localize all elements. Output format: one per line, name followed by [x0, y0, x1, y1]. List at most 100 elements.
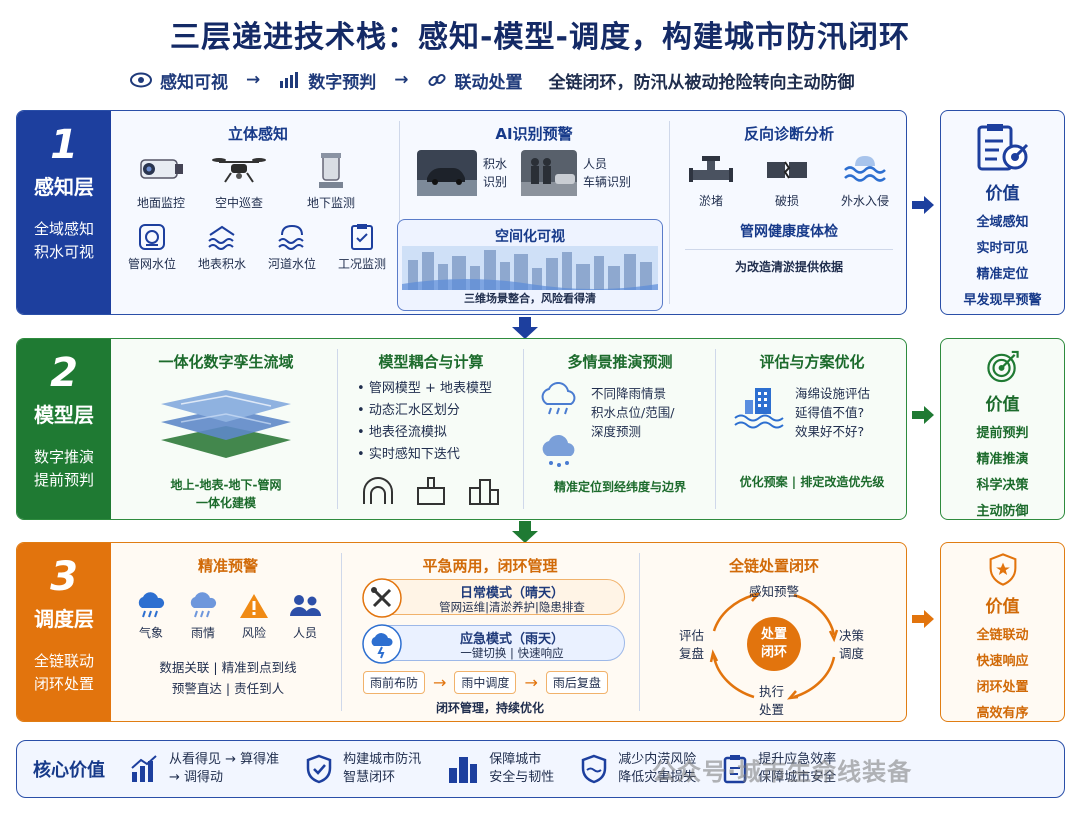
underground-monitor-item: 地下监测: [281, 152, 381, 211]
section-title: 反向诊断分析: [743, 125, 834, 143]
reverse-diagnosis-section: 反向诊断分析 淤堵 破损 外水入侵 管网健康度体检 为改造清淤提供依据: [673, 111, 905, 314]
aerial-patrol-item: 空中巡查: [197, 152, 281, 211]
core-title: 核心价值: [33, 760, 105, 781]
weather-item: 气象: [134, 592, 168, 641]
dual-mode-section: 平急两用，闭环管理 日常模式（晴天） 管网运维|清淤养护|隐患排查 应急模式（雨…: [345, 543, 635, 721]
subtitle-step-2: 数字预判: [278, 68, 376, 93]
loop-center: 处置 闭环: [747, 617, 801, 671]
arrow-right-icon: [912, 196, 934, 214]
core-item: 保障城市安全与韧性: [447, 751, 554, 787]
pipe-level-item: 管网水位: [117, 223, 187, 272]
section-title: 多情景推演预测: [567, 353, 673, 371]
spatial-visualization-card: 空间化可视 三维场景整合，风险看得清: [397, 219, 663, 311]
model-layer: 2 模型层 数字推演 提前预判 一体化数字孪生流域 地上-地表-地下-管网 一体…: [16, 338, 907, 520]
bar-chart-icon: [280, 72, 299, 88]
value-item: 精准定位: [976, 267, 1029, 282]
core-item: 构建城市防汛智慧闭环: [305, 751, 421, 787]
water-recognition-item: 积水 识别: [417, 150, 507, 196]
precise-warning-section: 精准预警 气象 雨情 风险 人员 数据关联 | 精准到点到线 预警直达 | 责任…: [117, 543, 339, 721]
buildings-icon: [469, 479, 500, 505]
link-icon: [427, 73, 446, 87]
person-vehicle-recognition-item: 人员 车辆识别: [521, 150, 631, 196]
surface-water-item: 地表积水: [187, 223, 257, 272]
twin-caption: 地上-地表-地下-管网 一体化建模: [170, 478, 282, 510]
divider: [523, 349, 524, 509]
phase-arrow: →: [524, 673, 538, 692]
stereo-sensing-section: 立体感知 地面监控 空中巡查 地下监测 管网水位 地表积水: [117, 111, 399, 314]
broken-pipe-icon: [766, 161, 807, 179]
subtitle-arrow: →: [246, 70, 261, 90]
health-check-caption: 为改造清淤提供依据: [734, 260, 843, 274]
target-arrow-icon: [986, 350, 1019, 383]
value-item: 高效有序: [976, 706, 1029, 721]
value-item: 实时可见: [976, 241, 1029, 256]
value-item: 快速响应: [976, 654, 1029, 669]
card-title: 空间化可视: [495, 229, 565, 245]
bullet-item: • 管网模型 + 地表模型: [357, 381, 492, 396]
eye-icon: [130, 72, 152, 88]
scenario-forecast-section: 多情景推演预测 不同降雨情景 积水点位/范围/ 深度预测 精准定位到经纬度与边界: [527, 339, 713, 519]
divider: [341, 553, 342, 711]
loop-node-perceive: 感知预警: [748, 584, 799, 599]
cctv-camera-icon: [140, 159, 183, 179]
sensor-device-icon: [319, 153, 343, 188]
watermark: 公众号·城市生命线装备: [652, 758, 913, 786]
divider: [337, 349, 338, 509]
clog-item: 淤堵: [688, 152, 733, 209]
car-in-water-photo: [417, 150, 477, 196]
clipboard-target-icon: [977, 124, 1028, 171]
layer-number: 3: [50, 554, 78, 600]
shield-star-icon: [989, 553, 1016, 586]
stacked-terrain-layers-image: [161, 390, 291, 458]
water-intrusion-item: 外水入侵: [841, 152, 889, 209]
river-level-item: 河道水位: [257, 223, 327, 272]
value-item: 精准推演: [976, 452, 1029, 467]
drone-icon: [212, 158, 266, 183]
loop-node-execute: 执行 处置: [759, 684, 785, 717]
layer-name: 调度层: [34, 607, 94, 631]
value-item: 闭环处置: [976, 680, 1029, 695]
card-caption: 三维场景整合，风险看得清: [464, 292, 596, 305]
factory-icon: [416, 477, 445, 505]
core-item: 提升应急效率保障城市安全: [722, 751, 836, 787]
condition-monitor-item: 工况监测: [327, 223, 397, 272]
page-title: 三层递进技术栈：感知-模型-调度，构建城市防汛闭环: [170, 20, 910, 55]
forecast-caption: 精准定位到经纬度与边界: [553, 480, 686, 494]
value-item: 全域感知: [976, 215, 1029, 230]
phase-caption: 闭环管理，持续优化: [435, 701, 544, 715]
personnel-item: 人员: [288, 592, 322, 641]
daily-mode-card: 日常模式（晴天） 管网运维|清淤养护|隐患排查: [362, 578, 625, 618]
model-value-box: 价值 提前预判 精准推演 科学决策 主动防御: [940, 338, 1065, 520]
value-title: 价值: [985, 395, 1020, 415]
bullet-item: • 动态汇水区划分: [357, 403, 460, 418]
layer-description: 全域感知 积水可视: [33, 220, 94, 261]
loop-node-evaluate: 评估 复盘: [679, 628, 705, 661]
evaluation-optimization-section: 评估与方案优化 海绵设施评估 延得值不值? 效果好不好? 优化预案 | 排定改造…: [719, 339, 905, 519]
phase-step: 雨前布防: [363, 671, 426, 694]
ai-recognition-section: AI识别预警 积水 识别 人员 车辆识别: [403, 111, 665, 314]
perception-value-box: 价值 全域感知 实时可见 精准定位 早发现早预警: [940, 110, 1065, 315]
rain-cloud-icon: [190, 592, 217, 618]
growth-chart-icon: [131, 755, 157, 782]
city-3d-scene-image: [402, 246, 658, 290]
section-title: AI识别预警: [495, 125, 573, 143]
value-item: 早发现早预警: [963, 293, 1042, 308]
phase-step: 雨后复盘: [545, 671, 608, 694]
storm-cloud-icon: [362, 624, 402, 664]
subtitle-step-1: 感知可视: [130, 68, 228, 93]
closed-loop-section: 全链处置闭环 处置 闭环 感知预警 决策 调度 执行 处置 评估 复盘: [643, 543, 905, 721]
section-title: 立体感知: [227, 125, 288, 143]
value-item: 科学决策: [976, 478, 1029, 493]
section-title: 平急两用，闭环管理: [422, 557, 558, 575]
people-icon: [290, 595, 321, 616]
rain-cloud-icon: [541, 382, 576, 415]
damage-item: 破损: [765, 152, 809, 209]
section-title: 模型耦合与计算: [378, 353, 484, 371]
phase-step: 雨中调度: [454, 671, 517, 694]
core-item: 减少内涝风险降低灾害损失: [580, 751, 696, 787]
clipboard-check-icon: [351, 224, 373, 250]
divider: [639, 553, 640, 711]
heavy-rain-cloud-icon: [542, 434, 575, 467]
rain-cloud-icon: [138, 592, 165, 618]
layer-name: 感知层: [34, 175, 94, 199]
